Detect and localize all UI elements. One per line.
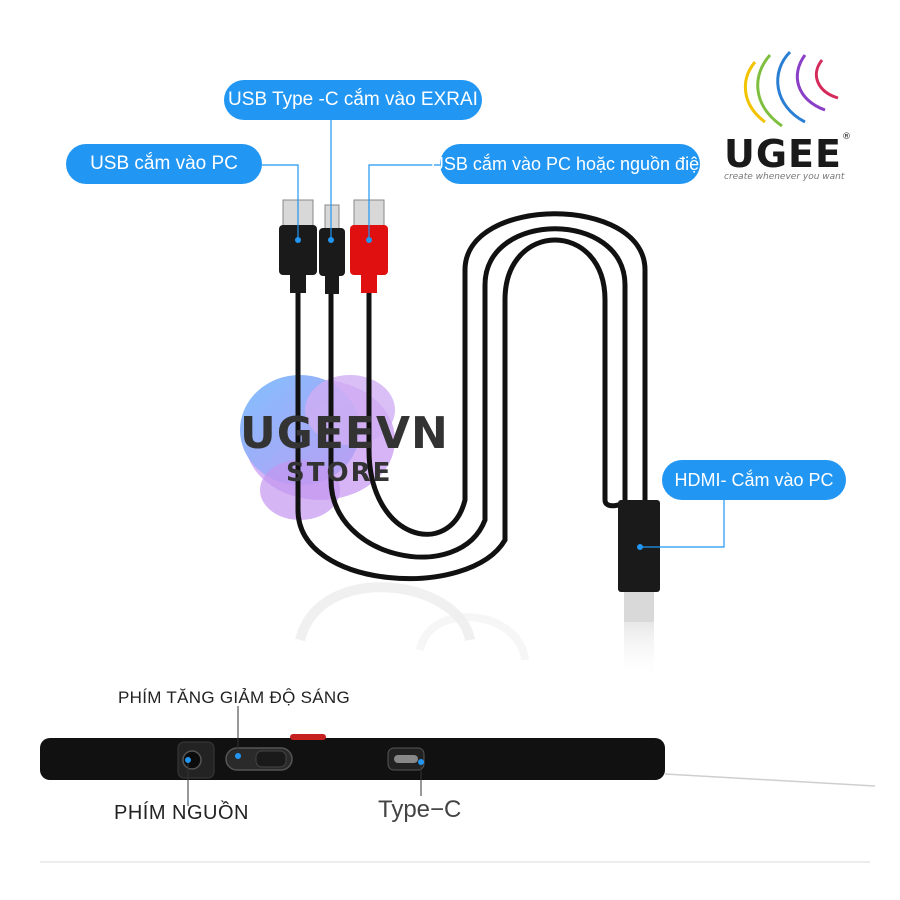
label-type-c-port: Type−C xyxy=(378,796,462,823)
brightness-rocker-shape xyxy=(225,747,293,771)
usb-c-port-shape xyxy=(387,747,425,771)
ugee-swirl-logo xyxy=(743,50,839,128)
usb-c-connector xyxy=(319,204,345,294)
tablet-body xyxy=(40,734,876,787)
hdmi-connector xyxy=(618,500,660,682)
power-button-shape xyxy=(177,741,215,779)
callout-usb-pc: USB cắm vào PC xyxy=(66,144,262,184)
label-brightness-keys: PHÍM TĂNG GIẢM ĐỘ SÁNG xyxy=(118,688,351,707)
label-power-key: PHÍM NGUỒN xyxy=(114,802,249,824)
callout-hdmi: HDMI- Cắm vào PC xyxy=(662,460,846,500)
cable-red xyxy=(366,211,648,537)
callout-usb-pc-power: USB cắm vào PC hoặc nguồn điện xyxy=(431,144,709,184)
watermark-subtitle: STORE xyxy=(286,458,393,488)
brand-name: UGEE xyxy=(724,132,842,176)
cable-black-1 xyxy=(295,237,628,582)
callout-usb-type-c: USB Type -C cắm vào EXRAI xyxy=(224,80,482,120)
watermark-title: UGEEVN xyxy=(240,408,449,459)
brand-tagline: create whenever you want xyxy=(724,172,845,182)
registered-mark: ® xyxy=(842,132,851,142)
cable-black-2 xyxy=(328,226,628,560)
usb-connector-red xyxy=(350,199,388,293)
